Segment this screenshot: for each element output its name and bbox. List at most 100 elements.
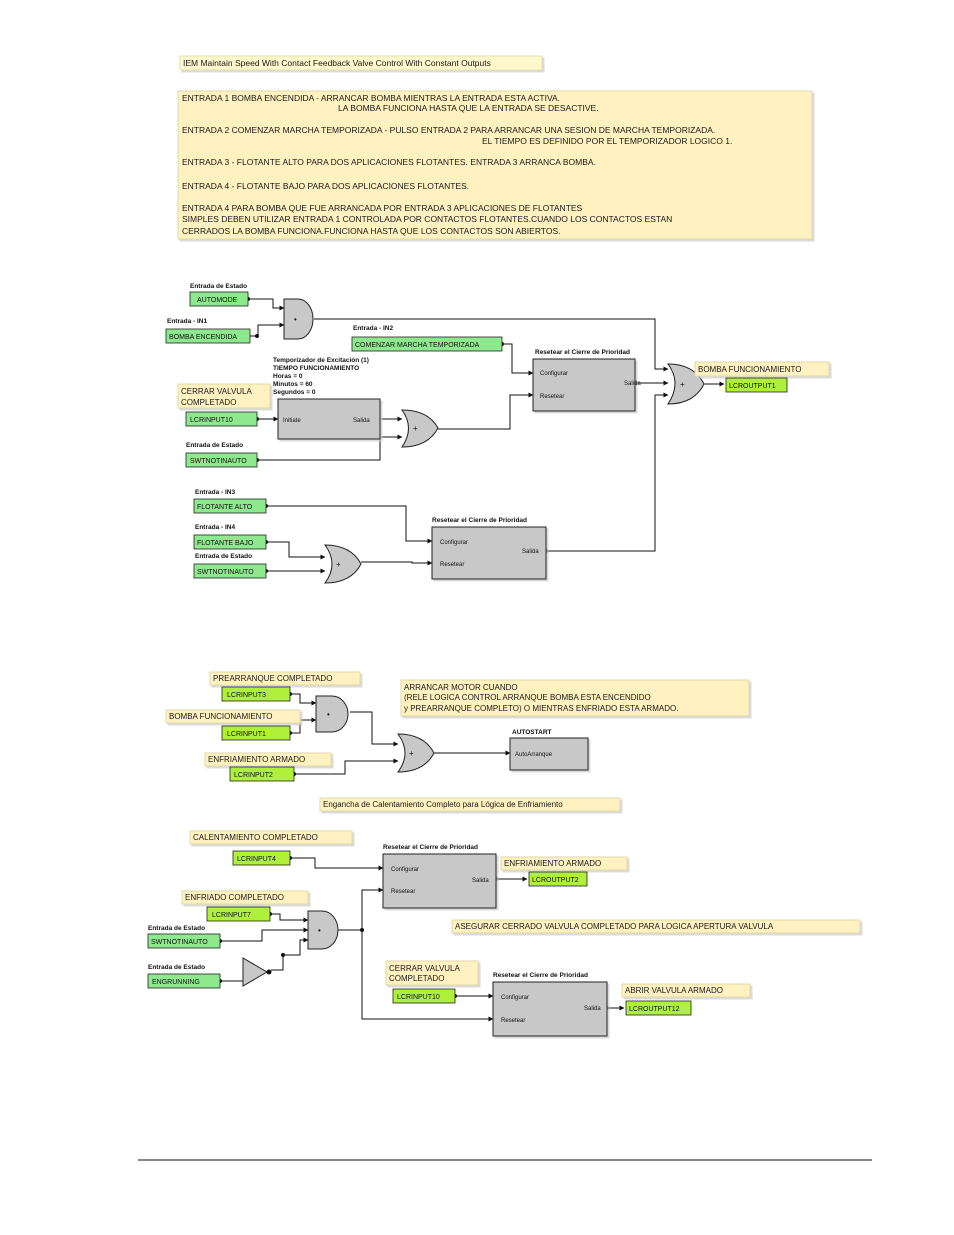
svg-text:LCROUTPUT12: LCROUTPUT12 [629,1006,680,1013]
desc-line-4: EL TIEMPO ES DEFINIDO POR EL TEMPORIZADO… [482,136,732,146]
svg-text:+: + [336,560,341,569]
input-engrunning: ENGRUNNING [147,973,221,989]
svg-text:Resetear el Cierre de Priorida: Resetear el Cierre de Prioridad [535,349,630,356]
svg-text:ARRANCAR MOTOR CUANDO: ARRANCAR MOTOR CUANDO [404,683,518,692]
diagram-cooldown-valve: Engancha de Calentamiento Completo para … [147,797,861,1037]
svg-text:Temporizador de Excitación (1): Temporizador de Excitación (1) [273,357,369,364]
input-lcrinput3: LCRINPUT3 [221,686,291,702]
estado-header-3: Entrada de Estado [195,553,252,560]
svg-text:SWTNOTINAUTO: SWTNOTINAUTO [190,458,247,465]
in2-header: Entrada - IN2 [353,325,393,332]
svg-text:LCRINPUT10: LCRINPUT10 [397,994,440,1001]
svg-text:COMPLETADO: COMPLETADO [181,398,236,407]
and-gate-3: • [307,910,339,950]
svg-text:Segundos = 0: Segundos = 0 [273,389,316,396]
rs-latch-4: Resetear el Cierre de Prioridad Configur… [492,972,608,1037]
diagram-pump-control: Entrada de Estado Entrada - IN1 Entrada … [165,283,830,584]
svg-text:ENFRIAMIENTO ARMADO: ENFRIAMIENTO ARMADO [208,755,305,764]
input-lcrinput4: LCRINPUT4 [232,850,291,866]
note-bomba-funcionamiento: BOMBA FUNCIONAMIENTO [694,361,830,377]
in1-header: Entrada - IN1 [167,318,207,325]
svg-text:LCRINPUT2: LCRINPUT2 [234,772,273,779]
desc-line-1: ENTRADA 1 BOMBA ENCENDIDA - ARRANCAR BOM… [182,93,560,103]
note-enfriamiento-armado-2: ENFRIAMIENTO ARMADO [500,856,628,871]
and-gate-1: • [283,298,314,340]
svg-text:AUTOMODE: AUTOMODE [197,297,238,304]
svg-text:Salida: Salida [584,1006,601,1012]
svg-text:ENGRUNNING: ENGRUNNING [152,979,200,986]
svg-text:LCRINPUT3: LCRINPUT3 [227,692,266,699]
input-comenzar-marcha: COMENZAR MARCHA TEMPORIZADA [351,336,503,352]
note-engancha: Engancha de Calentamiento Completo para … [319,797,621,812]
input-flotante-bajo: FLOTANTE BAJO [193,534,267,550]
svg-text:Engancha de Calentamiento Comp: Engancha de Calentamiento Completo para … [323,800,563,809]
svg-text:•: • [294,315,297,324]
note-bomba-funcionamiento-2: BOMBA FUNCIONAMIENTO [165,709,301,724]
svg-text:Minutos = 60: Minutos = 60 [273,381,313,388]
note-cerrar-valvula-2: CERRAR VALVULA COMPLETADO [385,960,479,986]
input-automode: AUTOMODE [189,291,249,307]
desc-line-5: ENTRADA 3 - FLOTANTE ALTO PARA DOS APLIC… [182,157,596,167]
svg-text:PREARRANQUE COMPLETADO: PREARRANQUE COMPLETADO [213,674,332,683]
autostart-block: AUTOSTART AutoArranque [509,729,589,771]
output-lcroutput12: LCROUTPUT12 [625,1000,692,1016]
svg-text:FLOTANTE BAJO: FLOTANTE BAJO [197,540,254,547]
rs-latch-2: Resetear el Cierre de Prioridad Configur… [431,517,547,580]
estado-header-2: Entrada de Estado [186,442,243,449]
svg-text:Resetear el Cierre de Priorida: Resetear el Cierre de Prioridad [432,517,527,524]
desc-line-2: LA BOMBA FUNCIONA HASTA QUE LA ENTRADA S… [338,103,599,113]
diagram-autostart: PREARRANQUE COMPLETADO LCRINPUT3 BOMBA F… [165,671,750,782]
svg-text:Configurar: Configurar [540,371,568,377]
desc-line-8: SIMPLES DEBEN UTILIZAR ENTRADA 1 CONTROL… [182,214,672,224]
input-swtnotinauto-3: SWTNOTINAUTO [147,933,221,949]
timer-block: Temporizador de Excitación (1) TIEMPO FU… [273,357,381,440]
svg-text:Horas = 0: Horas = 0 [273,373,303,380]
svg-text:LCRINPUT10: LCRINPUT10 [190,417,233,424]
in4-header: Entrada - IN4 [195,524,235,531]
input-lcrinput1: LCRINPUT1 [221,725,291,741]
rs-latch-3: Resetear el Cierre de Prioridad Configur… [382,844,497,909]
or-gate-2: + [324,544,362,584]
svg-text:•: • [327,710,330,719]
svg-text:Resetear: Resetear [440,562,464,568]
input-lcrinput10: LCRINPUT10 [185,411,258,427]
svg-text:(RELE LOGICA CONTROL ARRANQUE: (RELE LOGICA CONTROL ARRANQUE BOMBA ESTA… [404,693,651,702]
note-asegurar: ASEGURAR CERRADO VALVULA COMPLETADO PARA… [451,919,861,934]
input-bomba-encendida: BOMBA ENCENDIDA [165,328,251,344]
header-title: IEM Maintain Speed With Contact Feedback… [183,58,491,68]
in3-header: Entrada - IN3 [195,489,235,496]
description-note: ENTRADA 1 BOMBA ENCENDIDA - ARRANCAR BOM… [177,90,813,240]
svg-text:TIEMPO FUNCIONAMIENTO: TIEMPO FUNCIONAMIENTO [273,365,359,372]
svg-text:LCROUTPUT2: LCROUTPUT2 [532,877,579,884]
svg-text:BOMBA FUNCIONAMIENTO: BOMBA FUNCIONAMIENTO [169,712,272,721]
svg-text:ENFRIADO COMPLETADO: ENFRIADO COMPLETADO [185,893,284,902]
input-lcrinput2: LCRINPUT2 [229,766,295,782]
svg-text:Configurar: Configurar [440,540,468,546]
note-cerrar-valvula: CERRAR VALVULA COMPLETADO [177,383,271,409]
svg-text:ENFRIAMIENTO ARMADO: ENFRIAMIENTO ARMADO [504,859,601,868]
svg-text:Resetear el Cierre de Priorida: Resetear el Cierre de Prioridad [493,972,588,979]
note-enfriado: ENFRIADO COMPLETADO [181,890,309,905]
or-gate-3: + [397,733,435,773]
svg-text:BOMBA ENCENDIDA: BOMBA ENCENDIDA [169,334,237,341]
svg-text:SWTNOTINAUTO: SWTNOTINAUTO [197,569,254,576]
svg-text:SWTNOTINAUTO: SWTNOTINAUTO [151,939,208,946]
svg-text:LCRINPUT7: LCRINPUT7 [212,912,251,919]
svg-text:Resetear: Resetear [501,1018,525,1024]
and-gate-2: • [315,695,349,733]
note-prearranque: PREARRANQUE COMPLETADO [209,671,361,686]
svg-text:LCROUTPUT1: LCROUTPUT1 [729,383,776,390]
svg-text:Resetear: Resetear [391,889,415,895]
svg-text:COMENZAR MARCHA TEMPORIZADA: COMENZAR MARCHA TEMPORIZADA [355,342,480,349]
input-flotante-alto: FLOTANTE ALTO [193,498,267,514]
svg-text:Resetear el Cierre de Priorida: Resetear el Cierre de Prioridad [383,844,478,851]
svg-text:CERRAR VALVULA: CERRAR VALVULA [181,387,253,396]
svg-text:Salida: Salida [624,381,641,387]
or-gate-1: + [401,409,439,448]
svg-text:CALENTAMIENTO COMPLETADO: CALENTAMIENTO COMPLETADO [193,833,318,842]
svg-text:•: • [318,926,321,935]
svg-text:ABRIR VALVULA ARMADO: ABRIR VALVULA ARMADO [625,986,723,995]
estado-header-1: Entrada de Estado [190,283,247,290]
note-arrancar-motor: ARRANCAR MOTOR CUANDO (RELE LOGICA CONTR… [400,679,750,717]
